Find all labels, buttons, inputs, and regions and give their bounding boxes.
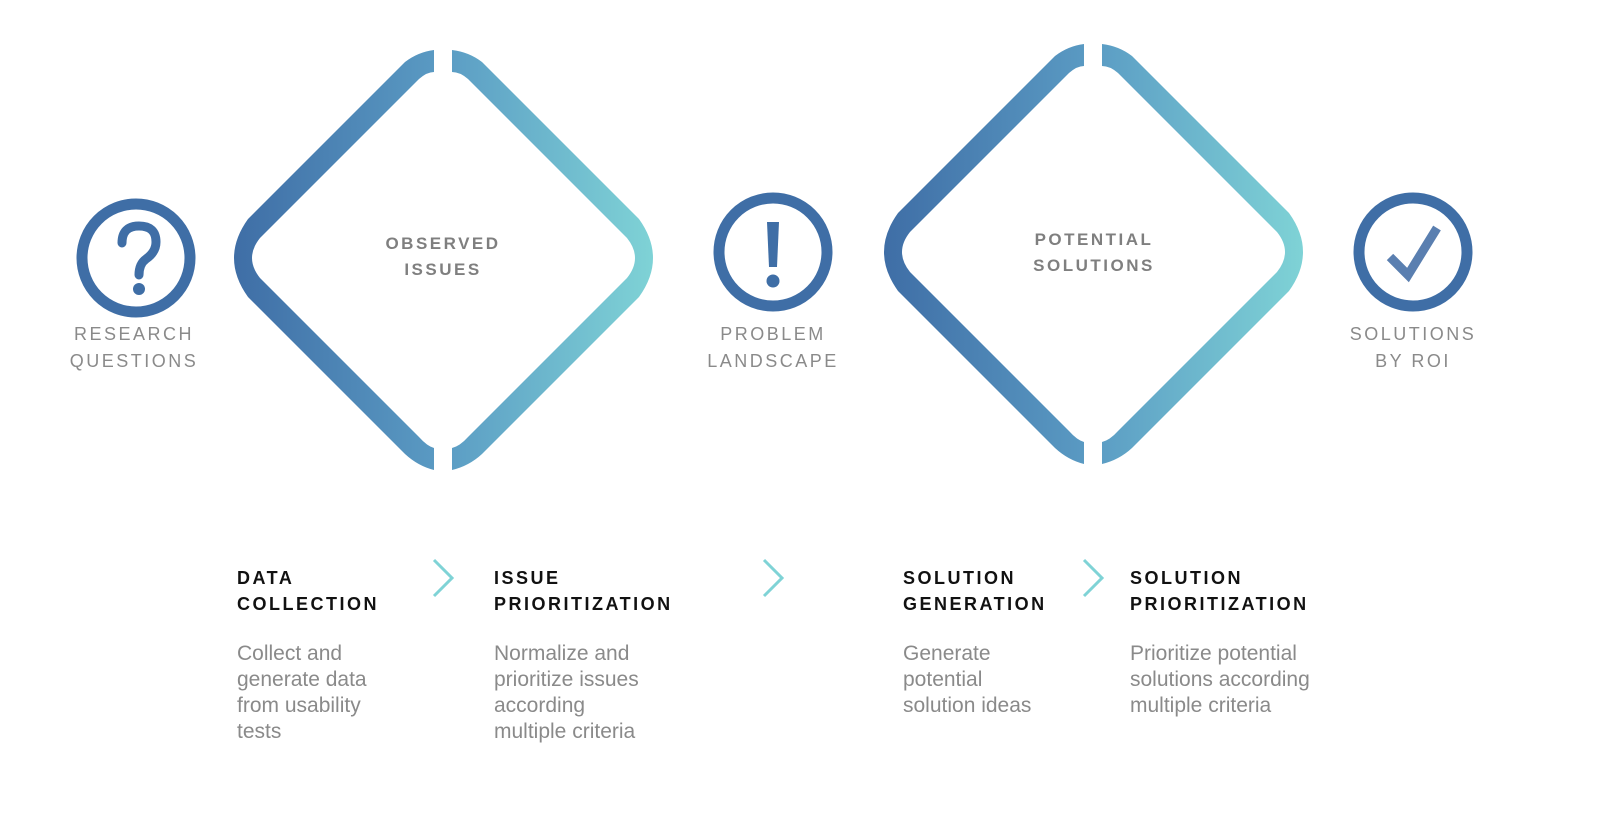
step-description-line: Collect and <box>237 642 343 665</box>
step-title-line: SOLUTION <box>903 568 1016 588</box>
diamond-label-observed-issues: OBSERVED ISSUES <box>363 231 523 283</box>
exclamation-icon <box>713 192 833 312</box>
step-description-line: multiple criteria <box>494 720 636 743</box>
diamond-label-line: POTENTIAL <box>1034 230 1154 249</box>
chevron-right-icon <box>432 558 455 598</box>
diamond-observed-issues <box>234 50 653 470</box>
step-description: Generate potential solution ideas <box>903 641 1083 719</box>
step-description-line: potential <box>903 668 983 691</box>
step-title: SOLUTION PRIORITIZATION <box>1130 565 1370 617</box>
step-title-line: PRIORITIZATION <box>494 594 673 614</box>
diamond-left-half <box>884 44 1084 464</box>
step-description-line: solution ideas <box>903 694 1032 717</box>
checkmark-icon <box>1353 192 1473 312</box>
step-title-line: SOLUTION <box>1130 568 1243 588</box>
chevron-right-icon <box>762 558 785 598</box>
step-data-collection: DATA COLLECTION Collect and generate dat… <box>237 565 417 745</box>
question-mark-icon <box>76 198 196 318</box>
diamond-label-line: SOLUTIONS <box>1033 256 1155 275</box>
step-title-line: PRIORITIZATION <box>1130 594 1309 614</box>
diamond-label-line: OBSERVED <box>385 234 501 253</box>
step-title-line: DATA <box>237 568 295 588</box>
caption-line: BY ROI <box>1375 351 1451 371</box>
milestone-caption-problem-landscape: PROBLEM LANDSCAPE <box>693 321 853 375</box>
step-title: ISSUE PRIORITIZATION <box>494 565 714 617</box>
step-description: Prioritize potential solutions according… <box>1130 641 1370 719</box>
caption-line: RESEARCH <box>73 324 195 344</box>
step-description-line: from usability <box>237 694 361 717</box>
step-description: Normalize and prioritize issues accordin… <box>494 641 714 745</box>
step-solution-generation: SOLUTION GENERATION Generate potential s… <box>903 565 1083 719</box>
diamond-left-half <box>234 50 434 470</box>
chevron-right-icon <box>1082 558 1105 598</box>
caption-line: LANDSCAPE <box>707 351 839 371</box>
step-description-line: according <box>494 694 586 717</box>
diamond-right-half <box>1102 44 1303 464</box>
step-description-line: solutions according <box>1130 668 1310 691</box>
diamond-label-line: ISSUES <box>404 260 482 279</box>
step-description-line: Generate <box>903 642 991 665</box>
caption-line: PROBLEM <box>720 324 826 344</box>
step-title-line: COLLECTION <box>237 594 379 614</box>
diamond-right-half <box>452 50 653 470</box>
step-title: DATA COLLECTION <box>237 565 417 617</box>
step-description-line: generate data <box>237 668 367 691</box>
step-description: Collect and generate data from usability… <box>237 641 417 745</box>
caption-line: QUESTIONS <box>69 351 199 371</box>
step-title-line: ISSUE <box>494 568 561 588</box>
diamond-label-potential-solutions: POTENTIAL SOLUTIONS <box>1014 227 1174 279</box>
step-description-line: tests <box>237 720 282 743</box>
milestone-caption-solutions-by-roi: SOLUTIONS BY ROI <box>1333 321 1493 375</box>
step-description-line: Prioritize potential <box>1130 642 1297 665</box>
step-description-line: multiple criteria <box>1130 694 1272 717</box>
step-title-line: GENERATION <box>903 594 1047 614</box>
step-issue-prioritization: ISSUE PRIORITIZATION Normalize and prior… <box>494 565 714 745</box>
step-description-line: Normalize and <box>494 642 630 665</box>
step-solution-prioritization: SOLUTION PRIORITIZATION Prioritize poten… <box>1130 565 1370 719</box>
step-title: SOLUTION GENERATION <box>903 565 1083 617</box>
caption-line: SOLUTIONS <box>1349 324 1477 344</box>
step-description-line: prioritize issues <box>494 668 639 691</box>
milestone-caption-research-questions: RESEARCH QUESTIONS <box>54 321 214 375</box>
diamond-potential-solutions <box>884 44 1303 464</box>
